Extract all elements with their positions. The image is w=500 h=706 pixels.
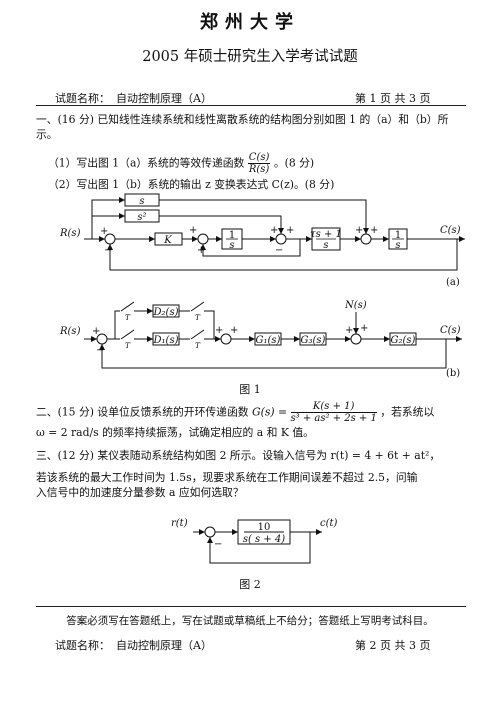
sum-sign: + <box>355 225 363 236</box>
sum-sign: + <box>189 225 197 236</box>
footer-divider <box>36 606 466 607</box>
q3-line2: 若该系统的最大工作时间为 1.5s，现要求系统在工作期间误差不超过 2.5，问输 <box>36 471 418 484</box>
sum-sign: − <box>275 245 283 256</box>
last-block-den: s <box>395 240 400 251</box>
figure-1-caption: 图 1 <box>239 383 261 396</box>
block-d1: D₁(s) <box>153 335 179 346</box>
q1-transfer-fraction: C(s) R(s) <box>247 152 271 175</box>
footer-subject-name: 自动控制原理（A） <box>116 639 212 652</box>
lead-block-den: s <box>323 240 328 251</box>
fig2-block-num: 10 <box>258 522 271 533</box>
block-g3: G₃(s) <box>301 335 326 346</box>
sum-sign: − <box>96 345 104 356</box>
figure-2-caption: 图 2 <box>239 578 261 591</box>
ff-block-s: s <box>139 196 144 207</box>
fig1a-label: (a) <box>446 277 460 288</box>
fig2-output-label: c(t) <box>320 518 338 529</box>
fig2-input-label: r(t) <box>171 518 188 529</box>
figure-1b-diagram: + − + + + + T T T T R(s) C(s) N(s) D₂(s)… <box>59 300 462 379</box>
ff-block-s2: s² <box>137 212 146 223</box>
lead-block-num: τs + 1 <box>310 229 342 240</box>
exam-title: 2005 年硕士研究生入学考试试题 <box>142 49 358 65</box>
header-divider <box>36 105 466 106</box>
sum-sign: + <box>286 225 294 236</box>
q1-sub1: （1）写出图 1（a）系统的等效传递函数 C(s) R(s) 。(8 分) <box>48 152 314 175</box>
sum-sign: + <box>360 323 368 334</box>
q2-frac-den: s³ + as² + 2s + 1 <box>290 413 377 424</box>
sum-sign: + <box>345 325 353 336</box>
sampler-period: T <box>125 341 131 350</box>
fig1a-output-label: C(s) <box>440 225 461 236</box>
sum-sign: + <box>215 325 223 336</box>
page-info: 第 1 页 共 3 页 <box>355 92 431 105</box>
fig1a-input-label: R(s) <box>59 228 81 239</box>
q3-line3: 入信号中的加速度分量参数 a 应如何选取？ <box>36 486 244 499</box>
figure-2-diagram: − r(t) c(t) 10 s( s + 4) <box>171 518 338 564</box>
q2-frac-num: K(s + 1) <box>290 401 377 413</box>
fig1b-input-label: R(s) <box>59 326 81 337</box>
sampler-period: T <box>195 313 201 322</box>
subject-label: 试题名称： <box>55 92 110 105</box>
block-g2: G₂(s) <box>391 335 416 346</box>
int-block-num: 1 <box>229 230 235 241</box>
disturbance-label: N(s) <box>344 300 367 311</box>
fig1b-label: (b) <box>446 368 460 379</box>
q2-line1: 二、(15 分) 设单位反馈系统的开环传递函数 G(s) = K(s + 1) … <box>36 401 434 424</box>
gain-block-k: K <box>163 235 172 246</box>
q1-frac-den: R(s) <box>248 164 270 175</box>
sum-sign: + <box>370 225 378 236</box>
q1-sub1-prefix: （1）写出图 1（a）系统的等效传递函数 <box>48 156 245 170</box>
sum-sign: − <box>214 539 222 550</box>
block-d2: D₂(s) <box>153 307 179 318</box>
sampler-period: T <box>195 341 201 350</box>
fig2-block-den: s( s + 4) <box>243 534 285 545</box>
footer-page-info: 第 2 页 共 3 页 <box>355 639 431 652</box>
q1-sub2: （2）写出图 1（b）系统的输出 z 变换表达式 C(z)。(8 分) <box>48 178 335 191</box>
answer-instruction: 答案必须写在答题纸上，写在试题或草稿纸上不给分；答题纸上写明考试科目。 <box>66 615 434 627</box>
block-g1: G₁(s) <box>256 335 281 346</box>
figure-1a-diagram: + − + + + + − + + R(s) C(s) s s² K 1 s τ… <box>59 193 465 288</box>
q2-text-a: 二、(15 分) 设单位反馈系统的开环传递函数 <box>36 405 249 419</box>
university-logo-text: 郑州大学 <box>200 12 300 33</box>
last-block-num: 1 <box>395 230 401 241</box>
int-block-den: s <box>229 240 234 251</box>
q3-line1: 三、(12 分) 某仪表随动系统结构如图 2 所示。设输入信号为 r(t) = … <box>36 449 441 462</box>
sum-sign: − <box>104 245 112 256</box>
sum-sign: + <box>270 225 278 236</box>
q2-text-b: ，若系统以 <box>380 405 435 419</box>
sum-sign: + <box>230 325 238 336</box>
footer-subject-label: 试题名称： <box>55 639 110 652</box>
sum-sign: + <box>100 226 108 237</box>
subject-name: 自动控制原理（A） <box>116 92 212 105</box>
q2-line2: ω = 2 rad/s 的频率持续振荡，试确定相应的 a 和 K 值。 <box>36 426 314 439</box>
sampler-period: T <box>125 313 131 322</box>
q2-g-lhs: G(s) = <box>252 405 288 419</box>
q2-open-loop-fraction: K(s + 1) s³ + as² + 2s + 1 <box>290 401 377 424</box>
q1-frac-num: C(s) <box>247 152 271 164</box>
fig1b-output-label: C(s) <box>440 325 461 336</box>
q1-sub1-suffix: 。(8 分) <box>273 156 315 170</box>
sum-sign: + <box>92 326 100 337</box>
sum-sign: + <box>197 245 205 256</box>
q1-intro: 一、(16 分) 已知线性连续系统和线性离散系统的结构图分别如图 1 的（a）和… <box>36 113 449 141</box>
